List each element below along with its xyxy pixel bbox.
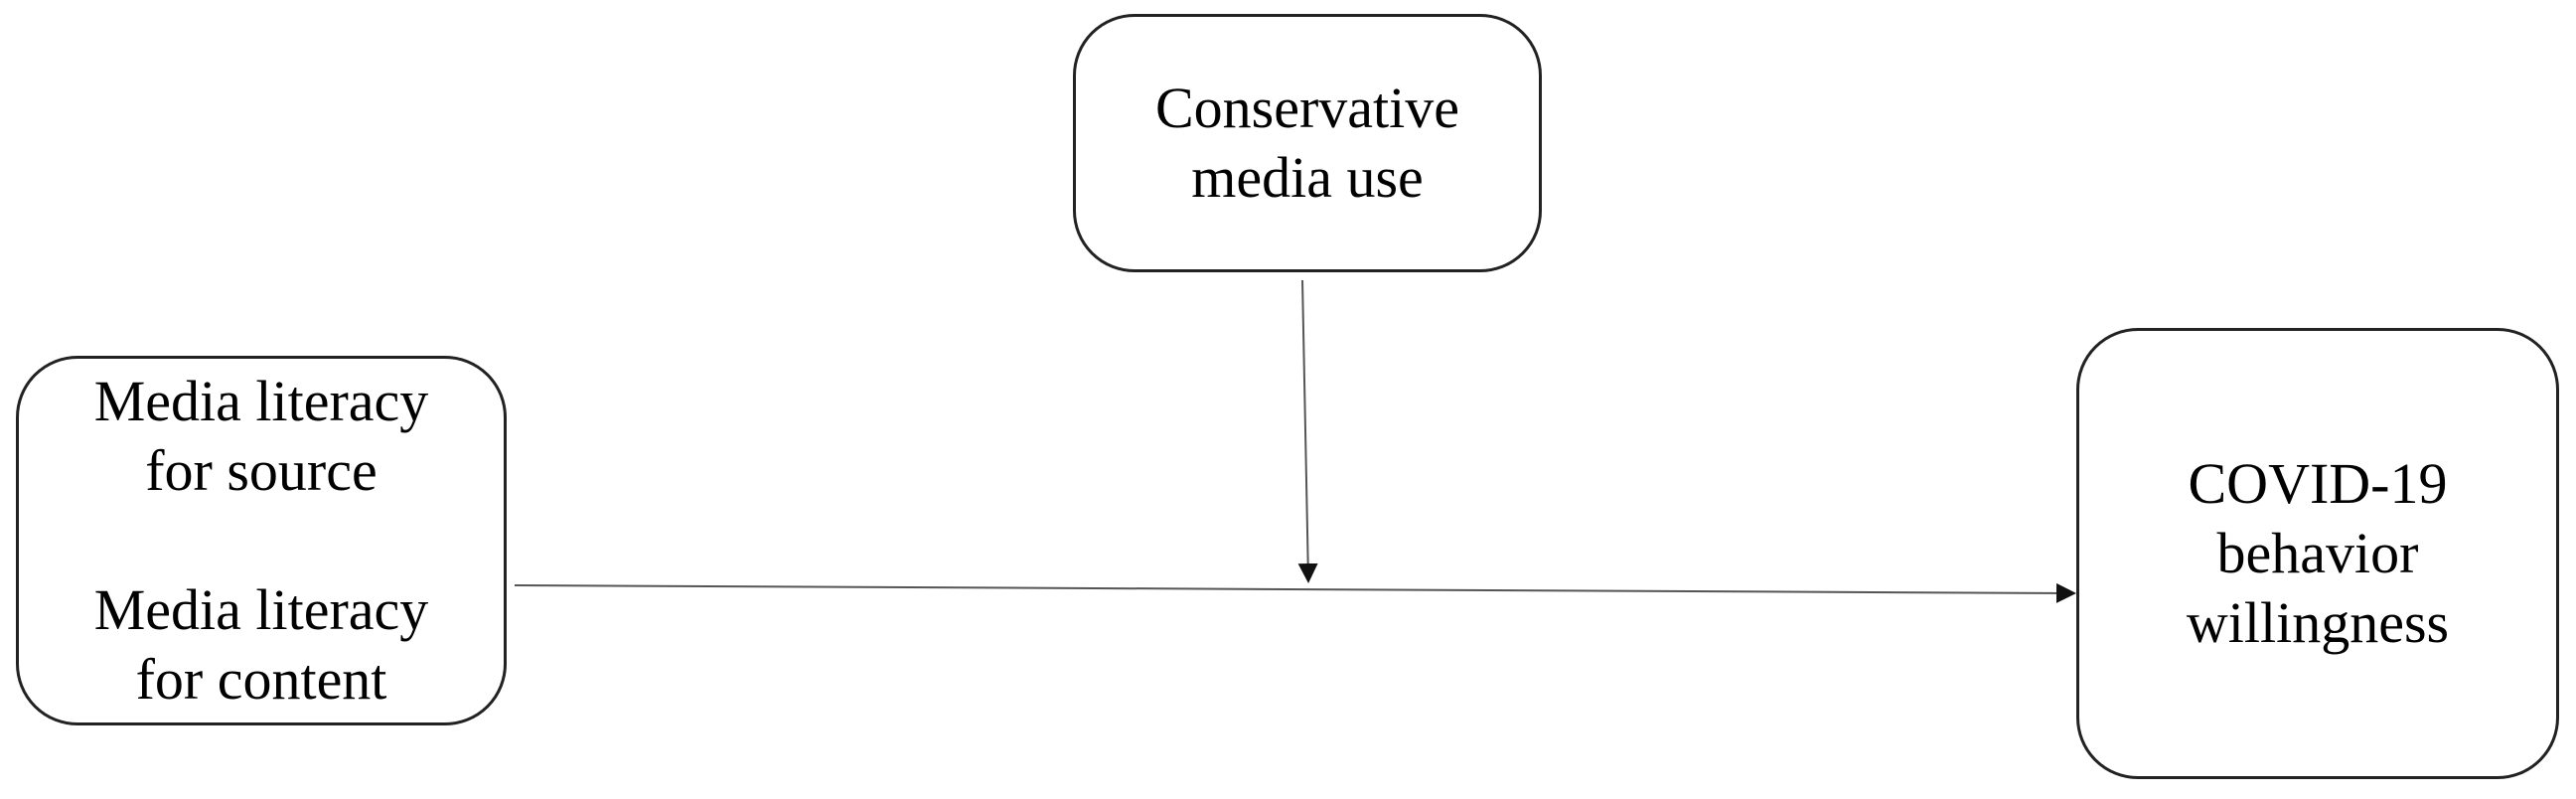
outcome-line-1: COVID-19 (2188, 451, 2448, 516)
outcome-node: COVID-19 behavior willingness (2076, 328, 2559, 779)
moderator-line-1: Conservative (1154, 76, 1460, 140)
predictor-source-line-2: for source (145, 438, 378, 503)
outcome-line-2: behavior (2216, 521, 2419, 585)
predictor-content-line-2: for content (135, 647, 387, 712)
outcome-line-3: willingness (2186, 590, 2450, 655)
predictor-source-line-1: Media literacy (93, 369, 429, 433)
moderator-label: Conservative media use (1155, 74, 1459, 213)
main-path-arrow (514, 582, 2076, 603)
predictor-content-line-1: Media literacy (93, 577, 429, 642)
outcome-label: COVID-19 behavior willingness (2187, 449, 2449, 658)
moderator-line-2: media use (1191, 145, 1424, 210)
moderator-node: Conservative media use (1073, 14, 1542, 272)
predictor-source-label: Media literacy for source (94, 367, 429, 506)
predictors-node: Media literacy for source Media literacy… (16, 356, 507, 725)
moderation-arrow (1297, 279, 1318, 583)
predictor-content-label: Media literacy for content (94, 575, 429, 715)
